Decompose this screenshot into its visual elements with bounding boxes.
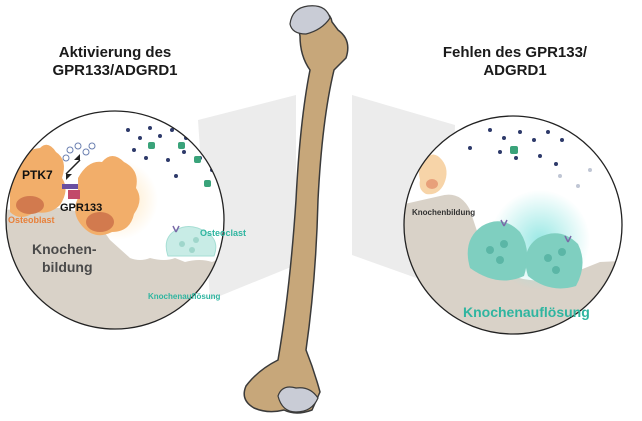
ligand-molecules [62,142,96,162]
osteoclast-receptor [172,225,180,233]
osteoclast-nucleus [189,247,195,253]
light-particles-right [558,168,592,188]
osteoclast-cell-left [165,226,217,257]
osteoclast-nuclei [486,240,566,274]
osteoblast-nucleus-right [86,212,114,232]
left-detail-circle: PTK7 GPR133 Osteoblast Knochen- bildung … [5,110,246,330]
osteoclast-receptor-right-2 [564,235,572,243]
signal-particles-right [468,128,576,166]
left-title-line2: GPR133/ADGRD1 [52,62,178,79]
arrowhead-down [66,174,72,180]
label-gpr133: GPR133 [60,202,102,214]
label-osteoblast: Osteoblast [8,215,55,225]
arrowhead-up [74,154,80,160]
left-panel-title: Aktivierung des GPR133/ADGRD1 [35,44,195,80]
label-osteoclast: Osteoclast [200,228,246,238]
osteoclast-nucleus [179,241,185,247]
label-ptk7: PTK7 [22,168,53,182]
osteoblast-cell-small [418,154,447,195]
label-knochenaufloesung-right: Knochenauflösung [463,304,590,320]
femur-shaft [243,10,349,414]
right-detail-circle: Knochenbildung Knochenauflösung [403,115,623,335]
osteoclast-receptor-right-1 [500,219,508,227]
left-zoom-wedge [198,95,296,300]
gpr133-receptor [68,190,80,199]
right-bone-ground [404,194,622,334]
osteoclast-cell-right-2 [525,233,583,289]
left-title-line1: Aktivierung des [58,44,172,61]
right-panel-title: Fehlen des GPR133/ ADGRD1 [430,44,600,80]
osteoclast-nucleus [193,237,199,243]
label-knochenaufloesung-left: Knochenauflösung [148,292,221,301]
ptk7-receptor [62,184,78,189]
osteoblast-nucleus-small [426,179,438,189]
label-knochenbildung-1: Knochen- [32,241,97,257]
femur-condyle [277,386,319,413]
osteoblast-nucleus-left [16,196,44,214]
label-knochenbildung-2: bildung [42,259,93,275]
right-title-line1: Fehlen des GPR133/ [442,44,588,61]
femur-head [289,5,331,35]
label-knochenbildung-right: Knochenbildung [412,208,475,217]
femur-bone [243,5,349,414]
interaction-arrow [65,159,81,175]
osteoclast-cell-right-1 [467,221,528,281]
right-title-line2: ADGRD1 [483,62,547,79]
